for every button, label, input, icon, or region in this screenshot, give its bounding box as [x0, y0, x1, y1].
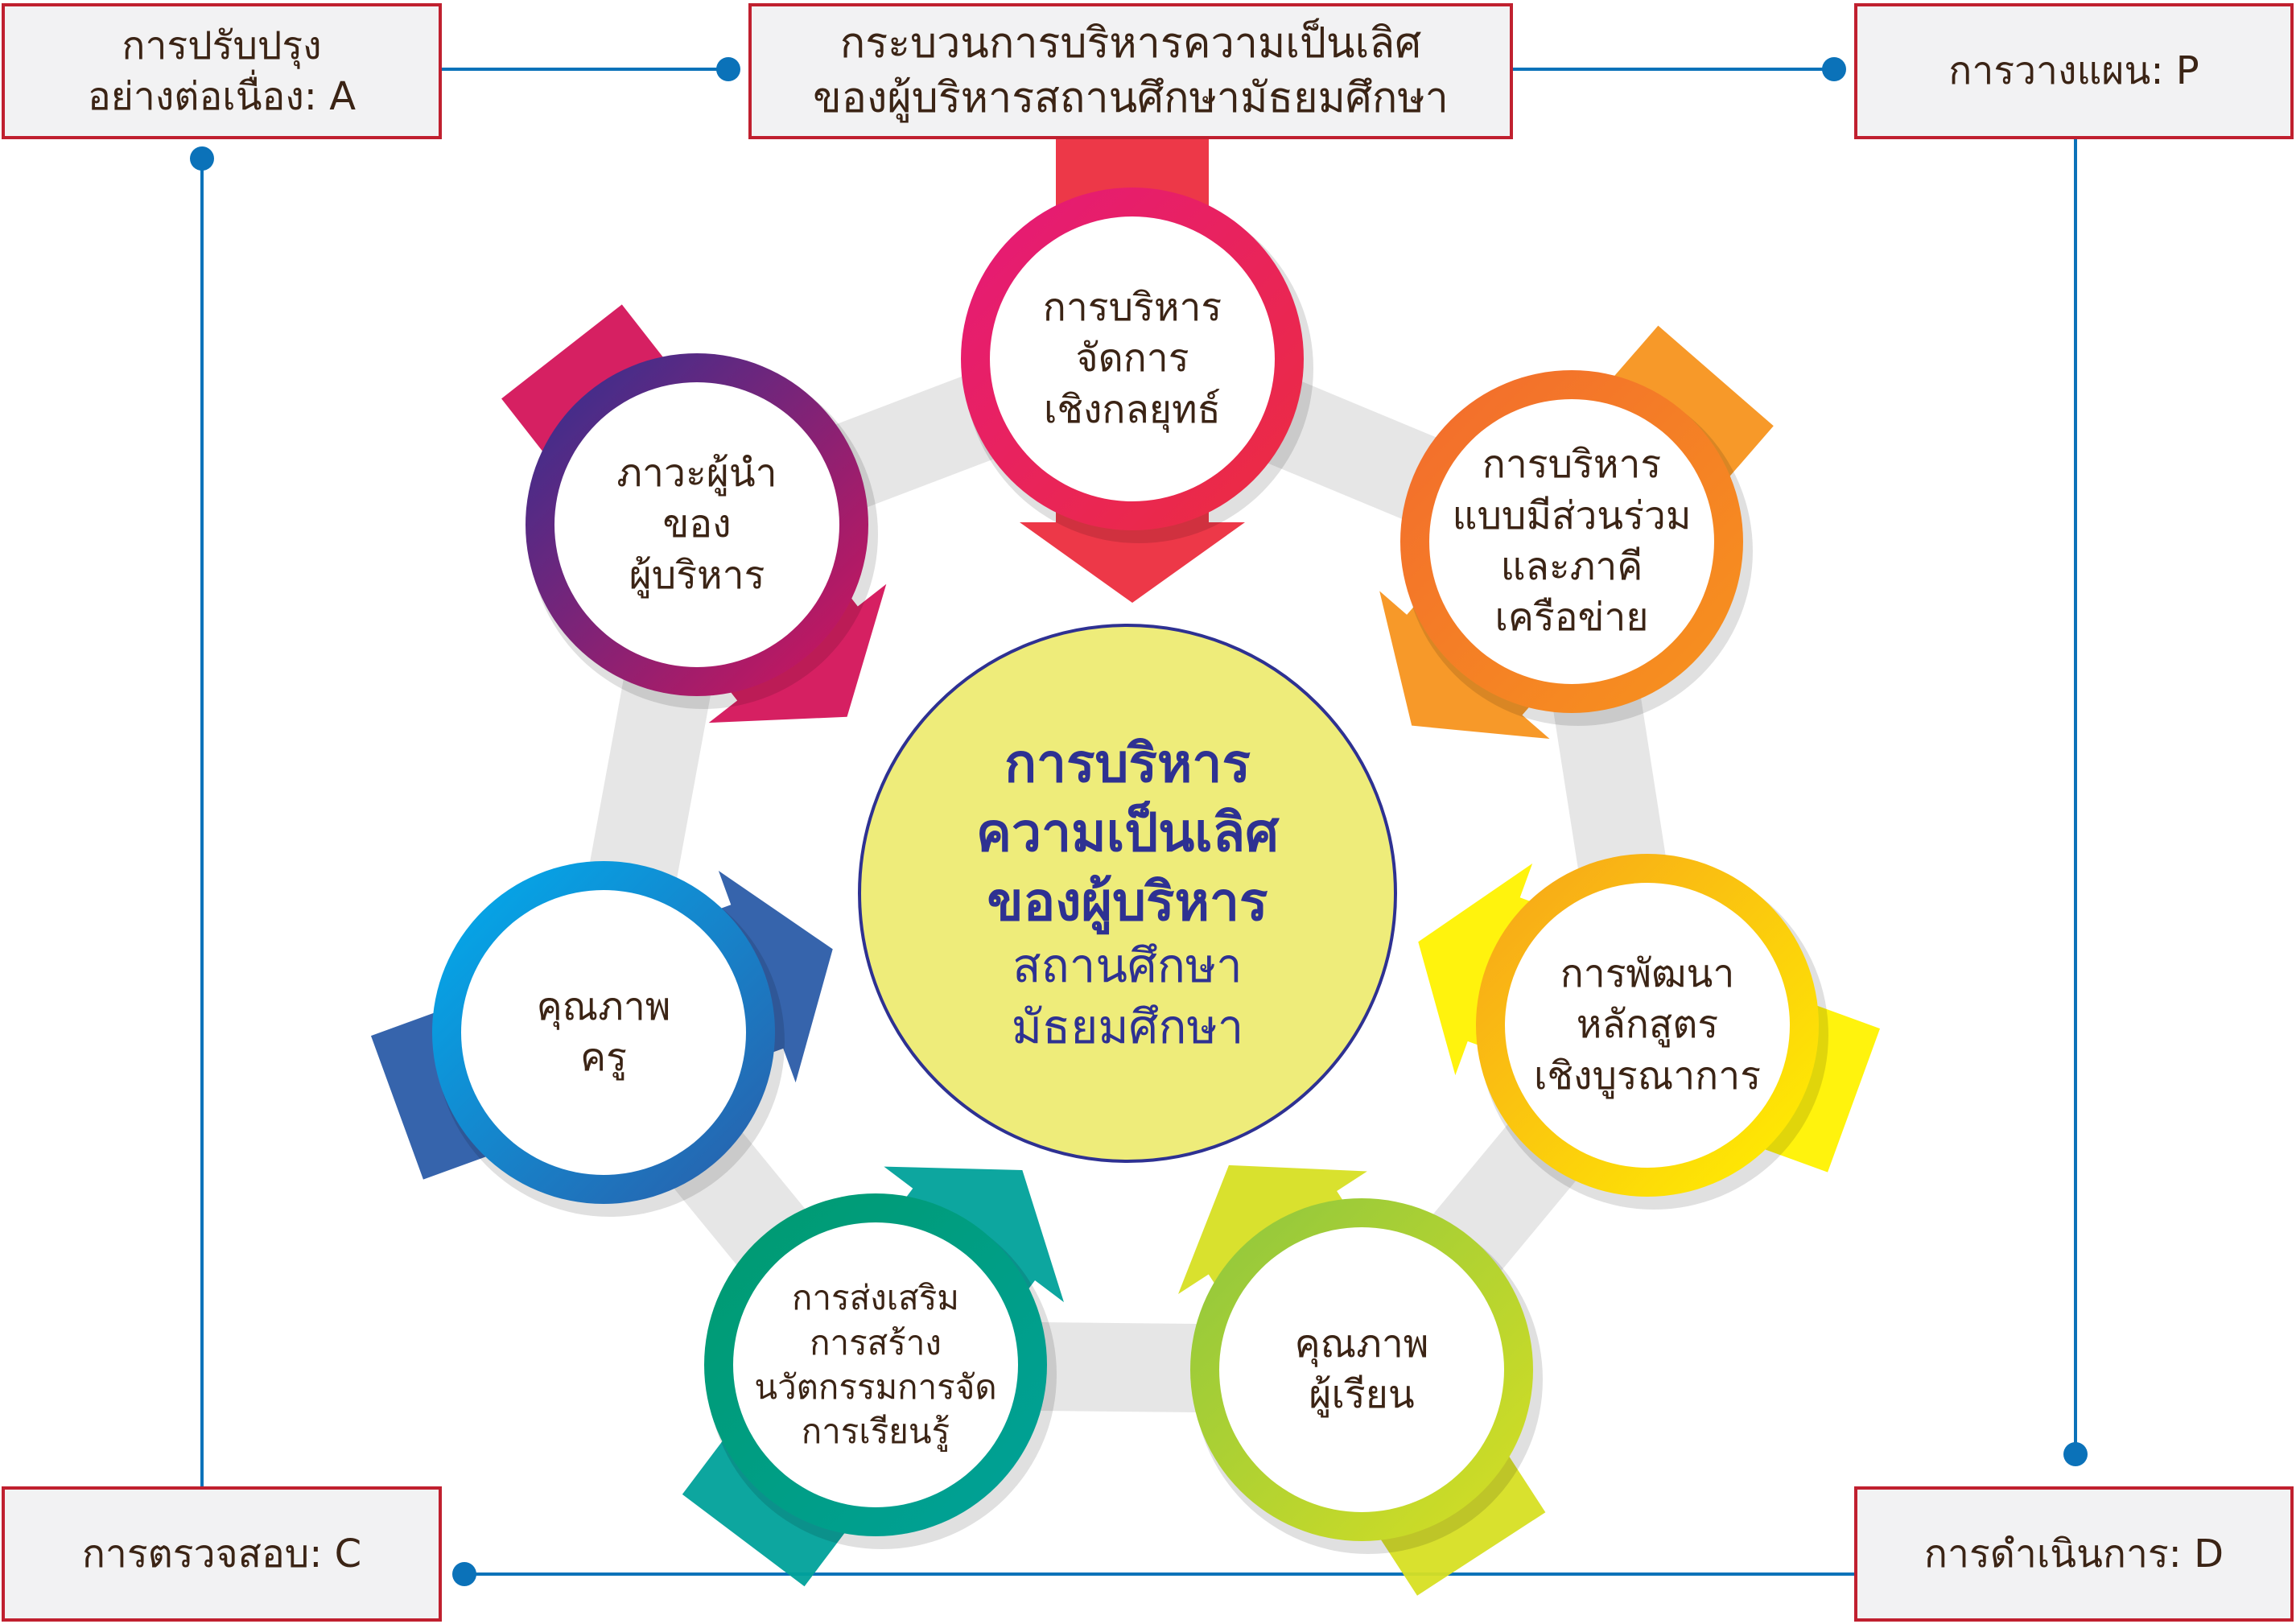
- connector-dot: [1822, 57, 1846, 81]
- component-circle-inner: [990, 216, 1275, 501]
- pdca-plan-box: การวางแผน: P: [1854, 3, 2294, 139]
- title-box: กระบวนการบริหารความเป็นเลิศ ของผู้บริหาร…: [748, 3, 1513, 139]
- component-student-quality: คุณภาพ ผู้เรียน: [1294, 1321, 1429, 1417]
- component-strategic-management: การบริหาร จัดการ เชิงกลยุทธ์: [1042, 284, 1222, 432]
- component-circle-inner: [733, 1222, 1018, 1507]
- component-circle-inner: [1429, 399, 1714, 684]
- center-line-3: ของผู้บริหาร: [987, 870, 1268, 933]
- component-teacher-quality: คุณภาพ ครู: [536, 983, 671, 1080]
- connector-dot: [190, 146, 214, 171]
- connector-dot: [452, 1562, 476, 1586]
- center-title: การบริหาร ความเป็นเลิศ ของผู้บริหาร สถาน…: [878, 729, 1377, 1057]
- center-circle: [858, 624, 1397, 1163]
- component-circle-inner: [1219, 1227, 1504, 1512]
- center-line-1: การบริหาร: [1004, 732, 1251, 794]
- component-learning-innovation: การส่งเสริม การสร้าง นวัตกรรมการจัด การเ…: [754, 1278, 997, 1452]
- center-line-5: มัธยมศึกษา: [1011, 999, 1244, 1054]
- pdca-connectors: [190, 57, 2088, 1586]
- center-line-2: ความเป็นเลิศ: [975, 801, 1280, 864]
- connector-dot: [2063, 1442, 2088, 1466]
- center-line-4: สถานศึกษา: [1012, 938, 1243, 994]
- pdca-do-box: การดำเนินการ: D: [1854, 1486, 2294, 1622]
- component-leadership: ภาวะผู้นำ ของ ผู้บริหาร: [616, 450, 777, 598]
- component-circle-inner: [554, 382, 839, 667]
- component-rings: [432, 188, 1828, 1554]
- connector-dot: [716, 57, 740, 81]
- component-circle-inner: [461, 890, 746, 1175]
- pdca-check-box: การตรวจสอบ: C: [2, 1486, 442, 1622]
- component-circle-inner: [1505, 883, 1790, 1168]
- component-participative-management: การบริหาร แบบมีส่วนร่วม และภาคี เครือข่า…: [1452, 442, 1692, 641]
- pdca-act-box: การปรับปรุง อย่างต่อเนื่อง: A: [2, 3, 442, 139]
- component-integrated-curriculum: การพัฒนา หลักสูตร เชิงบูรณาการ: [1534, 950, 1761, 1098]
